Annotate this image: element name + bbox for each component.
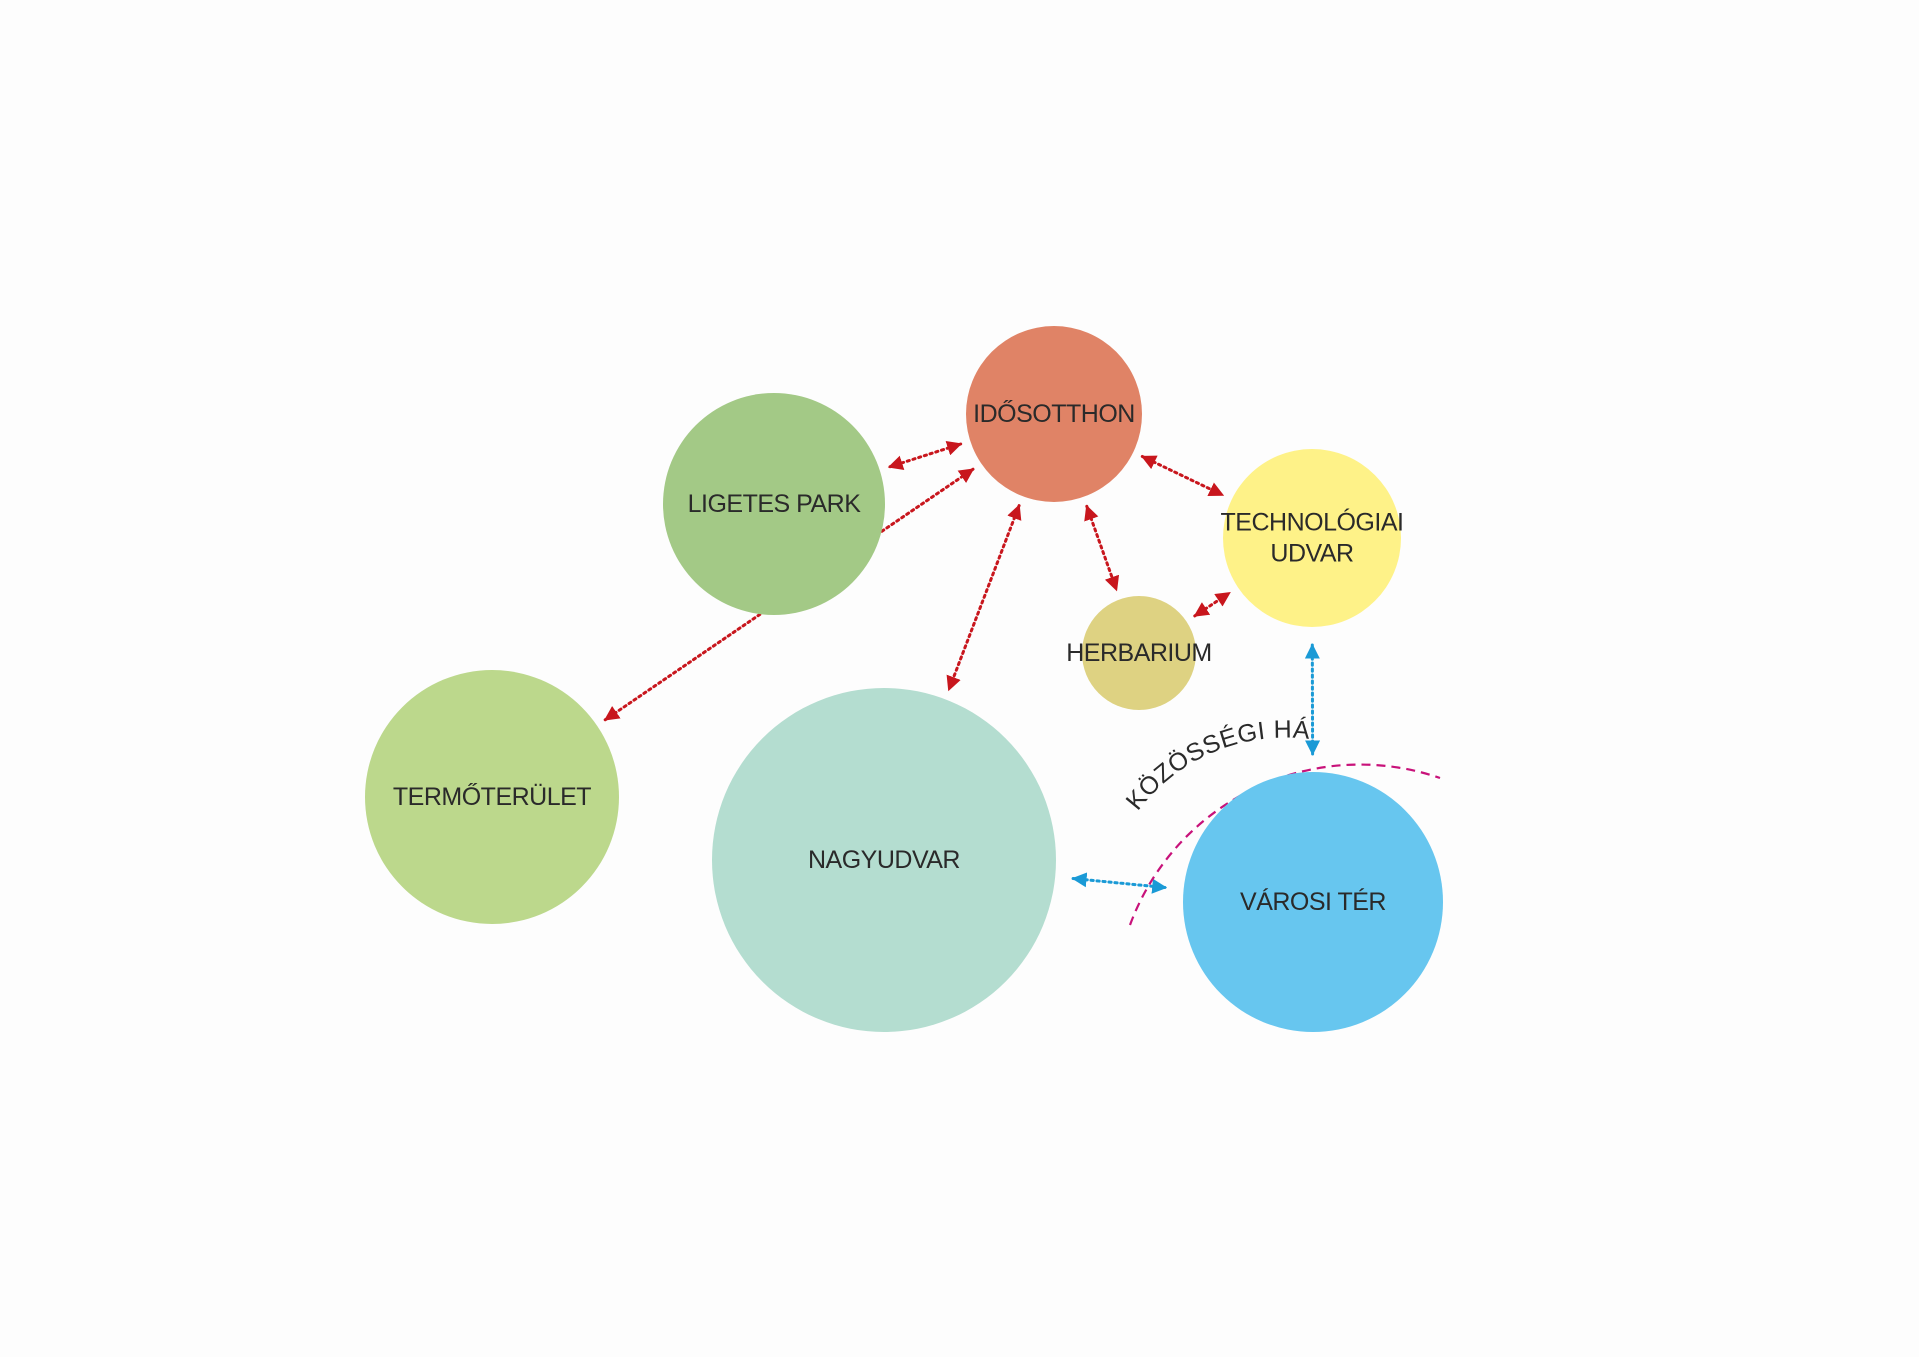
node-termoterulet: TERMŐTERÜLET — [365, 670, 619, 924]
node-circle-technologiai-udvar — [1223, 449, 1401, 627]
node-label-idosotthon: IDŐSOTTHON — [973, 399, 1135, 428]
node-circle-herbarium — [1082, 596, 1196, 710]
node-circle-idosotthon — [966, 326, 1142, 502]
link-nagyudvar-varosi-ter — [1071, 872, 1168, 894]
node-circle-nagyudvar — [712, 688, 1056, 1032]
node-ligetes-park: LIGETES PARK — [663, 393, 885, 615]
node-herbarium: HERBARIUM — [1066, 596, 1212, 710]
node-label-nagyudvar: NAGYUDVAR — [808, 846, 960, 874]
link-idosotthon-technologiai-udvar — [1140, 455, 1225, 497]
node-technologiai-udvar: TECHNOLÓGIAI UDVAR — [1221, 449, 1404, 627]
link-idosotthon-herbarium — [1084, 504, 1120, 592]
link-idosotthon-nagyudvar — [946, 504, 1022, 692]
node-circle-termoterulet — [365, 670, 619, 924]
node-label-termoterulet: TERMŐTERÜLET — [393, 782, 591, 811]
node-idosotthon: IDŐSOTTHON — [966, 326, 1142, 502]
link-idosotthon-ligetes-park — [887, 440, 963, 471]
node-varosi-ter: VÁROSI TÉR — [1183, 772, 1443, 1032]
nodes-layer: IDŐSOTTHON LIGETES PARK TECHNOLÓGIAI UDVAR H… — [365, 326, 1443, 1032]
node-label-ligetes-park: LIGETES PARK — [688, 490, 862, 518]
node-label-herbarium: HERBARIUM — [1066, 639, 1212, 667]
node-label-technologiai-udvar: UDVAR — [1270, 540, 1353, 568]
node-label-varosi-ter: VÁROSI TÉR — [1240, 887, 1386, 916]
node-nagyudvar: NAGYUDVAR — [712, 688, 1056, 1032]
node-label-technologiai-udvar: TECHNOLÓGIAI — [1221, 508, 1404, 537]
link-herbarium-technologiai-udvar — [1193, 591, 1232, 618]
node-circle-varosi-ter — [1183, 772, 1443, 1032]
node-circle-ligetes-park — [663, 393, 885, 615]
